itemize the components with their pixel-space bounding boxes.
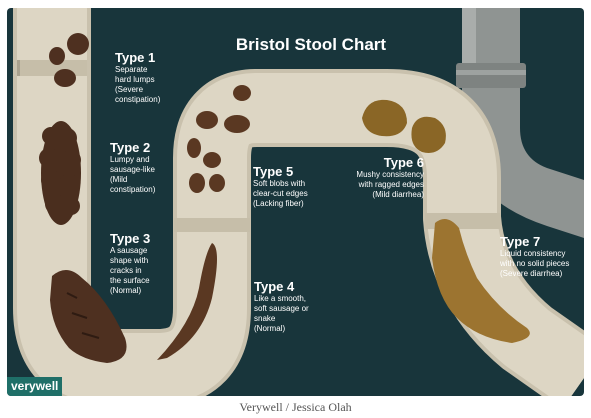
chart-illustration: Bristol Stool Chart Type 1 Separate hard… (7, 8, 584, 396)
type7-label: Type 7 (500, 234, 541, 249)
brand-logo: verywell (7, 377, 63, 396)
type1-label: Type 1 (115, 50, 156, 65)
type5-group: Type 5 Soft blobs with clear-cut edges (… (253, 165, 333, 209)
type4-stool (157, 243, 217, 360)
type6-description: Mushy consistency with ragged edges (Mil… (356, 170, 424, 199)
type2-label: Type 2 (110, 140, 151, 155)
type1-description: Separate hard lumps (Severe constipation… (115, 65, 161, 104)
type2-description: Lumpy and sausage-like (Mild constipatio… (110, 155, 156, 194)
type1-group: Type 1 Separate hard lumps (Severe const… (115, 51, 185, 105)
type7-description: Liquid consistency with no solid pieces … (500, 249, 570, 278)
type3-description: A sausage shape with cracks in the surfa… (110, 246, 150, 295)
type7-group: Type 7 Liquid consistency with no solid … (500, 235, 582, 279)
type3-group: Type 3 A sausage shape with cracks in th… (110, 232, 180, 296)
type5-label: Type 5 (253, 164, 294, 179)
type1-stool (49, 33, 89, 87)
pipe-illustration (13, 8, 584, 396)
type2-group: Type 2 Lumpy and sausage-like (Mild cons… (110, 141, 180, 195)
type6-group: Type 6 Mushy consistency with ragged edg… (329, 156, 424, 200)
type5-description: Soft blobs with clear-cut edges (Lacking… (253, 179, 308, 208)
type3-label: Type 3 (110, 231, 151, 246)
type4-group: Type 4 Like a smooth, soft sausage or sn… (254, 280, 334, 334)
type4-label: Type 4 (254, 279, 295, 294)
type6-label: Type 6 (383, 155, 424, 170)
chart-title: Bristol Stool Chart (235, 35, 387, 54)
type7-stool (432, 219, 530, 343)
type2-stool (39, 121, 81, 225)
type5-stool (187, 85, 251, 193)
image-caption: Verywell / Jessica Olah (239, 400, 352, 414)
type6-stool (362, 99, 446, 153)
type4-description: Like a smooth, soft sausage or snake (No… (254, 294, 309, 333)
